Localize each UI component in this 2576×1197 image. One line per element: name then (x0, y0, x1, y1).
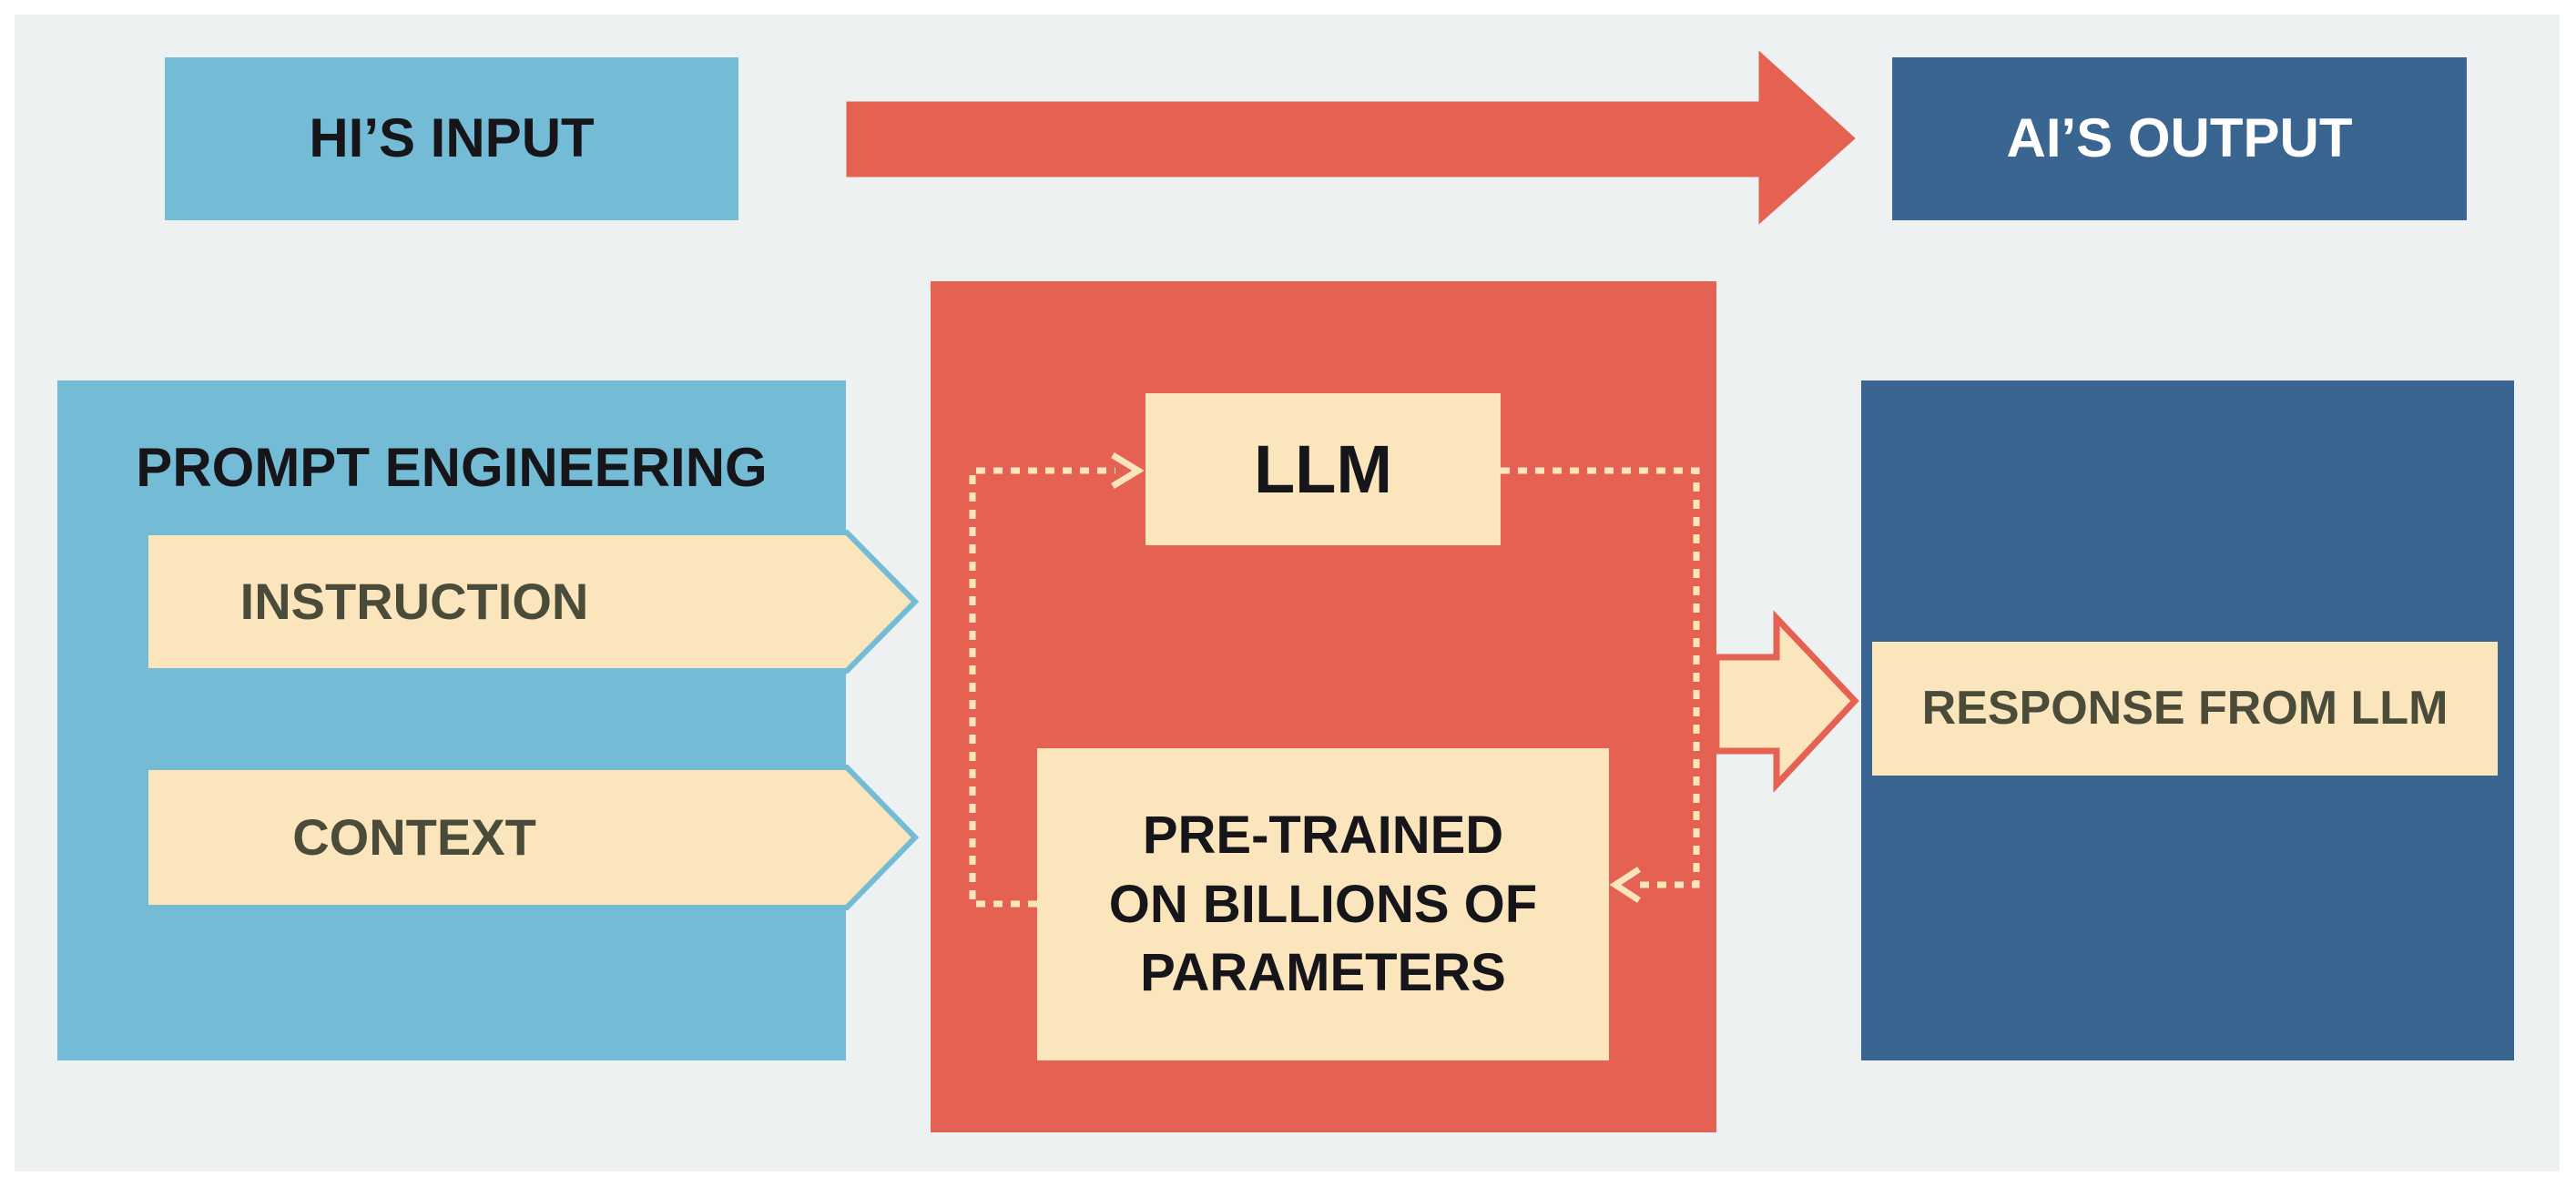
his-input-box: HI’S INPUT (165, 57, 738, 220)
response-box: RESPONSE FROM LLM (1872, 642, 2498, 776)
context-label: CONTEXT (292, 807, 536, 866)
dotted-loop-arrows (969, 467, 1700, 908)
llm-arrowhead (1111, 452, 1145, 489)
response-label: RESPONSE FROM LLM (1921, 681, 2449, 735)
llm-label: LLM (1253, 431, 1393, 507)
pretrained-line-3: PARAMETERS (1140, 943, 1506, 1003)
llm-box: LLM (1145, 393, 1501, 545)
pretrained-arrowhead (1609, 867, 1641, 903)
prompt-engineering-panel: PROMPT ENGINEERING (57, 380, 846, 1060)
ais-output-label: AI’S OUTPUT (2006, 107, 2353, 169)
his-input-label: HI’S INPUT (309, 107, 595, 169)
instruction-pentagon (143, 530, 920, 674)
prompt-engineering-title: PROMPT ENGINEERING (136, 436, 768, 498)
response-flow-arrow (1713, 610, 1859, 793)
top-flow-arrow (843, 44, 1860, 231)
context-pentagon (143, 765, 920, 910)
pretrained-text: PRE-TRAINED ON BILLIONS OF PARAMETERS (1037, 748, 1609, 1060)
pretrained-box: PRE-TRAINED ON BILLIONS OF PARAMETERS (1037, 748, 1609, 1060)
pretrained-line-2: ON BILLIONS OF (1108, 874, 1538, 934)
ais-output-box: AI’S OUTPUT (1892, 57, 2467, 220)
pretrained-line-1: PRE-TRAINED (1142, 806, 1504, 866)
instruction-label: INSTRUCTION (239, 572, 589, 630)
